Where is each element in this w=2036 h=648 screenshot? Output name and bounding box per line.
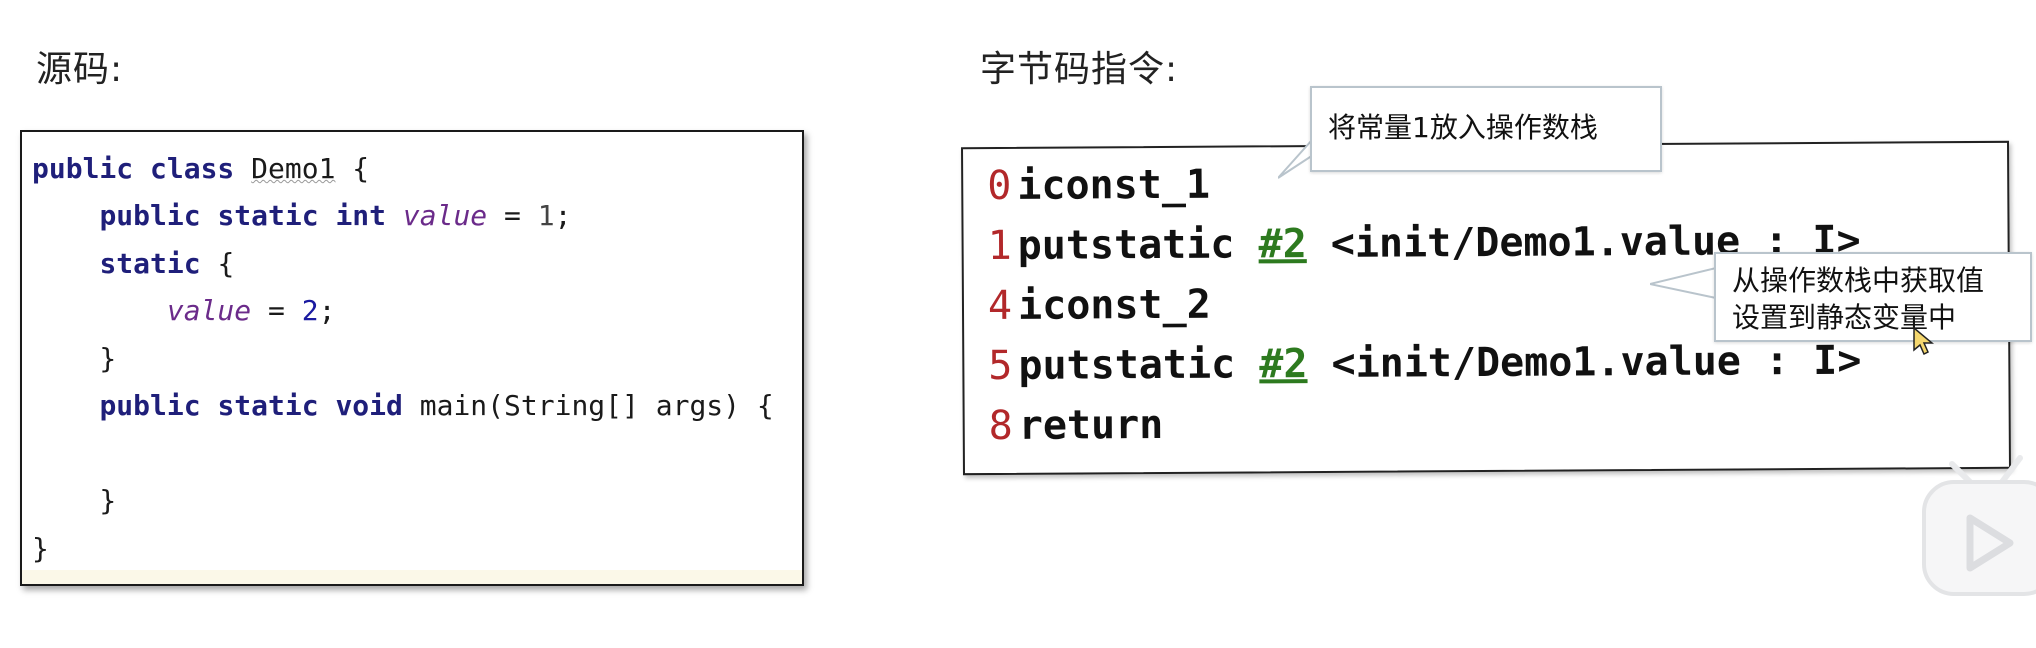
constant-pool-ref-link[interactable]: #2 <box>1258 221 1307 268</box>
callout-push-constant: 将常量1放入操作数栈 <box>1310 86 1662 172</box>
code-text: = <box>251 294 302 327</box>
indent <box>32 294 167 327</box>
code-text: ; <box>554 199 572 232</box>
code-line-5: } <box>32 342 117 375</box>
code-keyword: public static int <box>99 199 387 232</box>
callout-line: 从操作数栈中获取值 <box>1732 264 1985 297</box>
code-line-3: static { <box>32 247 234 280</box>
bytecode-offset: 0 <box>987 162 1012 210</box>
code-text <box>234 152 251 185</box>
code-text: main(String[] args) { <box>402 389 774 422</box>
code-line-1: public class Demo1 { <box>32 152 369 185</box>
code-line-9: } <box>32 532 49 565</box>
bytecode-offset: 4 <box>987 282 1013 330</box>
code-text <box>386 199 403 232</box>
callout-line: 设置到静态变量中 <box>1732 301 1957 334</box>
bytecode-offset: 1 <box>987 222 1012 270</box>
indent <box>32 389 99 422</box>
bytecode-opcode: iconst_2 <box>1017 281 1211 329</box>
class-name: Demo1 <box>251 152 336 185</box>
callout-set-static: 从操作数栈中获取值 设置到静态变量中 <box>1714 252 2032 342</box>
callout-tail <box>1650 266 1718 300</box>
heading-source: 源码: <box>36 49 124 90</box>
bytecode-argument: <init/Demo1.value : I> <box>1307 337 1862 388</box>
code-text: ; <box>318 294 336 327</box>
field-name: value <box>402 199 488 232</box>
code-line-4: value = 2; <box>32 294 336 327</box>
heading-bytecode: 字节码指令: <box>980 49 1179 90</box>
code-line-2: public static int value = 1; <box>32 199 571 232</box>
bytecode-opcode: putstatic <box>1018 341 1236 389</box>
source-code-panel: public class Demo1 { public static int v… <box>20 130 804 586</box>
number-literal: 2 <box>301 294 319 327</box>
constant-pool-ref-link[interactable]: #2 <box>1259 341 1308 388</box>
bytecode-offset: 8 <box>988 402 1013 450</box>
mouse-cursor-icon <box>1913 326 1934 356</box>
play-badge-icon[interactable] <box>1920 448 2036 598</box>
bytecode-opcode: return <box>1018 401 1164 449</box>
bytecode-offset: 5 <box>988 342 1013 390</box>
code-keyword: public static void <box>99 389 403 422</box>
code-text: { <box>335 152 370 185</box>
number-literal: 1 <box>537 199 555 232</box>
code-text: { <box>200 247 235 280</box>
code-keyword: static <box>99 247 201 280</box>
indent <box>32 247 99 280</box>
code-panel-footer-strip <box>22 570 802 584</box>
bytecode-opcode: iconst_1 <box>1017 161 1211 209</box>
code-keyword: public class <box>32 152 235 185</box>
code-line-6: public static void main(String[] args) { <box>32 389 774 422</box>
code-line-8: } <box>32 484 117 517</box>
bytecode-opcode: putstatic <box>1017 221 1235 269</box>
code-text: = <box>487 199 538 232</box>
field-name: value <box>166 294 252 327</box>
indent <box>32 199 99 232</box>
